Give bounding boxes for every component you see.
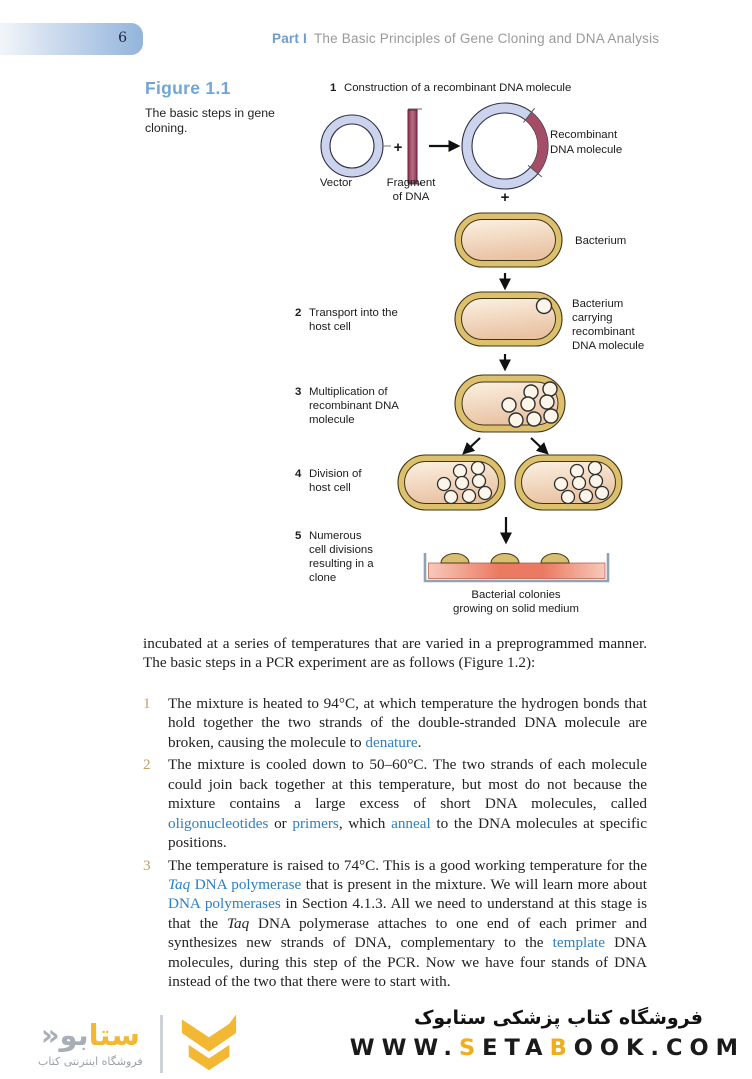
pcr-steps-list: 1 The mixture is heated to 94°C, at which… (143, 694, 647, 992)
figure-caption: The basic steps in gene cloning. (145, 106, 275, 136)
svg-text:clone: clone (309, 572, 336, 584)
glossary-link[interactable]: Taq (168, 875, 191, 893)
svg-text:host cell: host cell (309, 482, 351, 494)
bacterium-multiplied-plasmids (454, 374, 566, 433)
dna-fragment (407, 108, 422, 185)
body-text: incubated at a series of temperatures th… (143, 634, 647, 995)
svg-text:resulting in a: resulting in a (309, 558, 374, 570)
footer-store-info: فروشگاه کتاب پزشکی ستابوک WWW.SETABOOK.C… (350, 1007, 745, 1061)
figure-caption-block: Figure 1.1 The basic steps in gene cloni… (145, 78, 295, 137)
petri-dish (423, 553, 610, 583)
figure-label: Figure 1.1 (145, 78, 231, 98)
fragment-label: Fragment (387, 177, 437, 189)
text-segment: The mixture is cooled down to 50–60°C. T… (168, 756, 647, 813)
bacterium (454, 212, 563, 268)
page-number: 6 (118, 30, 127, 46)
pcr-step-number: 3 (143, 856, 151, 874)
svg-text:host cell: host cell (309, 321, 351, 333)
recombinant-dna-molecule (461, 102, 549, 190)
text-segment: to the DNA molecules at specific positio… (168, 814, 647, 852)
url-segment: WWW. (349, 1035, 459, 1061)
store-name: فروشگاه کتاب پزشکی ستابوک (413, 1007, 703, 1029)
pcr-step: 3 The temperature is raised to 74°C. This… (143, 856, 647, 992)
url-segment: OOK.COM (573, 1035, 745, 1061)
pcr-step: 2 The mixture is cooled down to 50–60°C. … (143, 755, 647, 852)
pcr-step-text: The temperature is raised to 74°C. This … (168, 856, 647, 992)
arrow-diagonal-left (462, 437, 481, 455)
text-segment: DNA polymerase attaches to one end of ea… (168, 914, 648, 952)
glossary-link[interactable]: denature (365, 733, 418, 751)
svg-text:molecule: molecule (309, 414, 355, 426)
bacterial-colonies (440, 553, 570, 564)
store-url: WWW.SETABOOK.COM (350, 1035, 745, 1061)
text-segment: DNA molecules, during this step of the P… (168, 934, 647, 991)
svg-text:recombinant DNA: recombinant DNA (309, 400, 399, 412)
bacterium-carrying-label: Bacterium (572, 298, 623, 310)
logo-tagline: فروشگاه اینترنتی کتاب (38, 1054, 143, 1068)
glossary-link[interactable]: oligonucleotides (168, 814, 269, 832)
vector-plasmid (320, 114, 391, 178)
setabook-logo: ستابو« فروشگاه اینترنتی کتاب (38, 1011, 242, 1077)
text-segment: . (417, 733, 422, 751)
plus-sign-2: + (501, 189, 510, 206)
footer-watermark: ستابو« فروشگاه اینترنتی کتاب فروشگاه کتا… (0, 1003, 752, 1079)
vector-label: Vector (320, 177, 352, 189)
url-segment: ETA (482, 1035, 550, 1061)
bacterium-with-plasmid (454, 291, 563, 347)
text-segment: or (268, 814, 293, 832)
url-segment: S (458, 1035, 483, 1061)
glossary-link[interactable]: anneal (391, 814, 431, 832)
glossary-link[interactable]: template (552, 934, 605, 952)
svg-text:growing on solid medium: growing on solid medium (453, 603, 579, 615)
text-segment: The temperature is raised to 74°C. This … (168, 856, 647, 874)
bacterium-label: Bacterium (575, 235, 626, 247)
svg-text:cell divisions: cell divisions (309, 544, 373, 556)
pcr-step-text: The mixture is cooled down to 50–60°C. T… (168, 755, 647, 852)
text-segment: in Section 4.1.3. All we need to underst… (168, 895, 647, 932)
pcr-step: 1 The mixture is heated to 94°C, at which… (143, 694, 647, 752)
part-title: The Basic Principles of Gene Cloning and… (313, 31, 660, 46)
svg-text:carrying: carrying (572, 312, 613, 324)
svg-text:recombinant: recombinant (572, 326, 636, 338)
intro-paragraph: incubated at a series of temperatures th… (143, 635, 647, 672)
recombinant-label: Recombinant (550, 129, 618, 141)
glossary-link[interactable]: primers (292, 814, 339, 832)
chevron-logo-icon (181, 1014, 236, 1071)
svg-text:DNA molecule: DNA molecule (572, 340, 644, 352)
arrow-diagonal-right (530, 437, 549, 455)
text-segment: that is present in the mixture. We will … (301, 875, 647, 893)
plus-sign-1: + (394, 139, 403, 156)
url-segment: B (549, 1035, 574, 1061)
running-head: Part I The Basic Principles of Gene Cloni… (272, 31, 659, 46)
divided-cell-left (397, 454, 506, 511)
logo-divider (159, 1015, 163, 1073)
colonies-label: Bacterial colonies (471, 589, 561, 601)
page-number-bar: 6 (0, 23, 143, 55)
text-segment: The mixture is heated to 94°C, at which … (168, 694, 647, 751)
svg-text:of DNA: of DNA (393, 191, 430, 203)
glossary-link[interactable]: DNA polymerase (190, 875, 302, 893)
glossary-link[interactable]: DNA polymerases (168, 895, 281, 913)
text-segment: , which (338, 814, 392, 832)
pcr-step-number: 1 (143, 694, 151, 712)
pcr-step-text: The mixture is heated to 94°C, at which … (168, 694, 647, 752)
divided-cell-right (514, 454, 623, 511)
part-label: Part I (272, 31, 307, 46)
setabook-wordmark: ستابو« (40, 1017, 140, 1052)
svg-text:DNA molecule: DNA molecule (550, 144, 622, 156)
text-segment: Taq (226, 914, 250, 932)
pcr-step-number: 2 (143, 756, 151, 774)
